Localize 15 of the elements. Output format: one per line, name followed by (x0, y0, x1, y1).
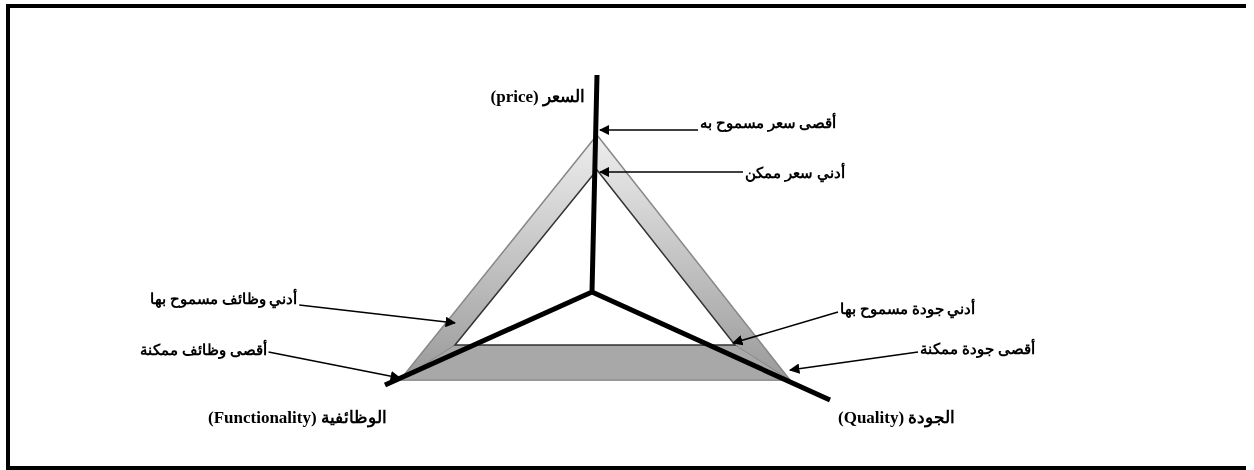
leader-text: أقصى جودة ممكنة (920, 340, 1035, 358)
axis-label: السعر (price) (490, 88, 585, 106)
leader-line (598, 124, 699, 136)
leader-text: أقصى سعر مسموح به (700, 114, 837, 132)
axis-label: الجودة (Quality) (838, 409, 956, 427)
leader-text: أدني جودة مسموح بها (840, 300, 976, 318)
leader-line (732, 311, 839, 346)
axis-label: الوظائفية (Functionality) (208, 409, 387, 427)
leader-text: أقصى وظائف ممكنة (140, 341, 267, 359)
leader-text: أدني وظائف مسموح بها (150, 290, 298, 308)
leader-line (298, 304, 457, 328)
leader-text: أدني سعر ممكن (745, 164, 845, 182)
leader-line (598, 166, 744, 178)
leader-line (788, 351, 919, 374)
leader-line (267, 351, 402, 382)
